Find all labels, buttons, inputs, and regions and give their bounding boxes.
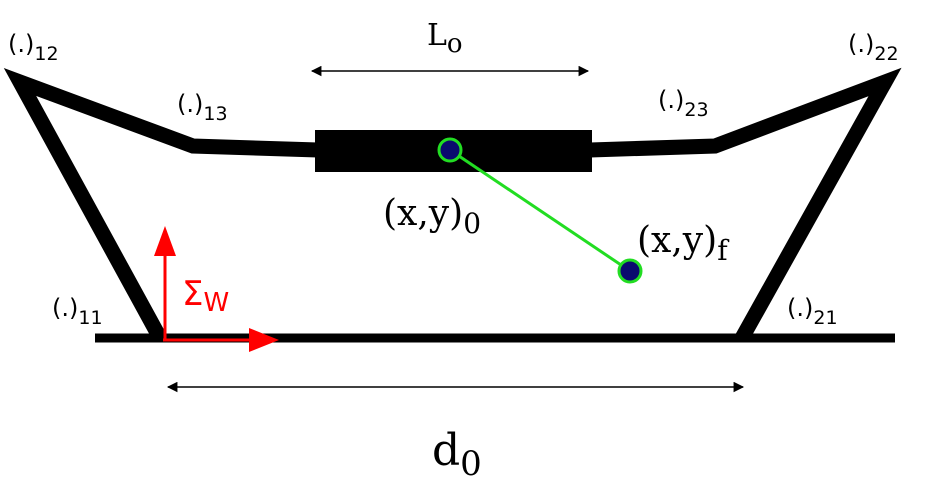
label-p23: (.)23 <box>658 86 709 121</box>
frame-x-arrowhead <box>249 328 279 352</box>
label-d0: d0 <box>432 425 482 478</box>
label-p12: (.)12 <box>8 30 59 65</box>
trajectory-line <box>449 148 631 273</box>
label-p11: (.)11 <box>52 294 103 329</box>
label-initial-point: (x,y)0 <box>383 193 481 240</box>
label-world-frame: ΣW <box>182 274 229 318</box>
label-l0: Lo <box>427 18 463 59</box>
label-p22: (.)22 <box>848 30 899 65</box>
label-p21: (.)21 <box>787 294 838 329</box>
initial-point <box>437 137 463 163</box>
label-final-point: (x,y)f <box>637 220 730 267</box>
frame-y-arrowhead <box>154 226 176 256</box>
world-frame <box>154 226 279 352</box>
right-arm <box>589 67 902 342</box>
label-p13: (.)13 <box>177 90 228 125</box>
final-point <box>617 258 643 284</box>
left-arm <box>3 68 319 342</box>
